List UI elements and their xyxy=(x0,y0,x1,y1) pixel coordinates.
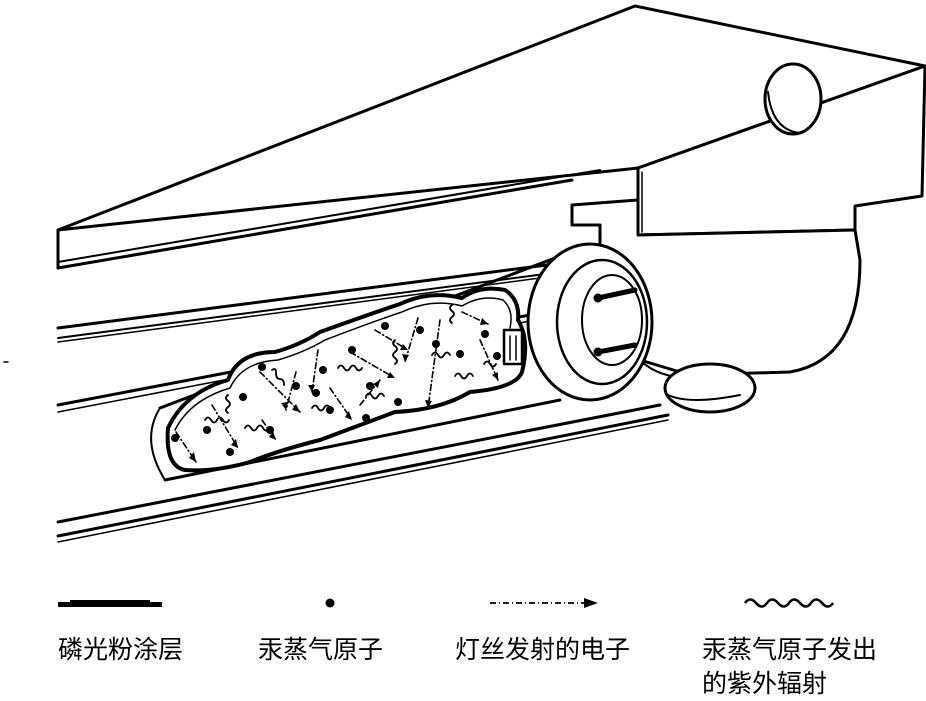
filament-electrode xyxy=(502,328,524,366)
legend-label-uv-line2: 的紫外辐射 xyxy=(702,669,828,698)
legend-label-uv-line1: 汞蒸气原子发出 xyxy=(702,635,878,664)
mounting-knob xyxy=(763,62,823,136)
mercury-atoms xyxy=(171,322,501,456)
electron-arrowheads xyxy=(189,318,498,462)
phosphor-coating-line-icon xyxy=(58,600,162,607)
lamp-pin-top xyxy=(595,287,638,301)
uv-radiation-waves xyxy=(204,304,497,432)
lamp-end-cap xyxy=(526,242,654,402)
legend-symbols xyxy=(58,598,835,608)
electron-arrow-icon xyxy=(490,598,598,608)
cutaway-phosphor-coating xyxy=(165,286,528,473)
mercury-atom-dot-icon xyxy=(325,598,335,608)
legend-label-phosphor-coating: 磷光粉涂层 xyxy=(58,635,184,664)
legend-label-mercury-atoms: 汞蒸气原子 xyxy=(258,635,384,664)
lamp-pin-bottom xyxy=(595,342,638,355)
electron-paths xyxy=(175,311,499,463)
legend-label-filament-electrons: 灯丝发射的电子 xyxy=(455,635,631,664)
legend-label-uv-radiation: 汞蒸气原子发出 的紫外辐射 xyxy=(702,633,877,701)
uv-wave-icon xyxy=(743,598,835,608)
fixture-housing xyxy=(56,4,926,543)
